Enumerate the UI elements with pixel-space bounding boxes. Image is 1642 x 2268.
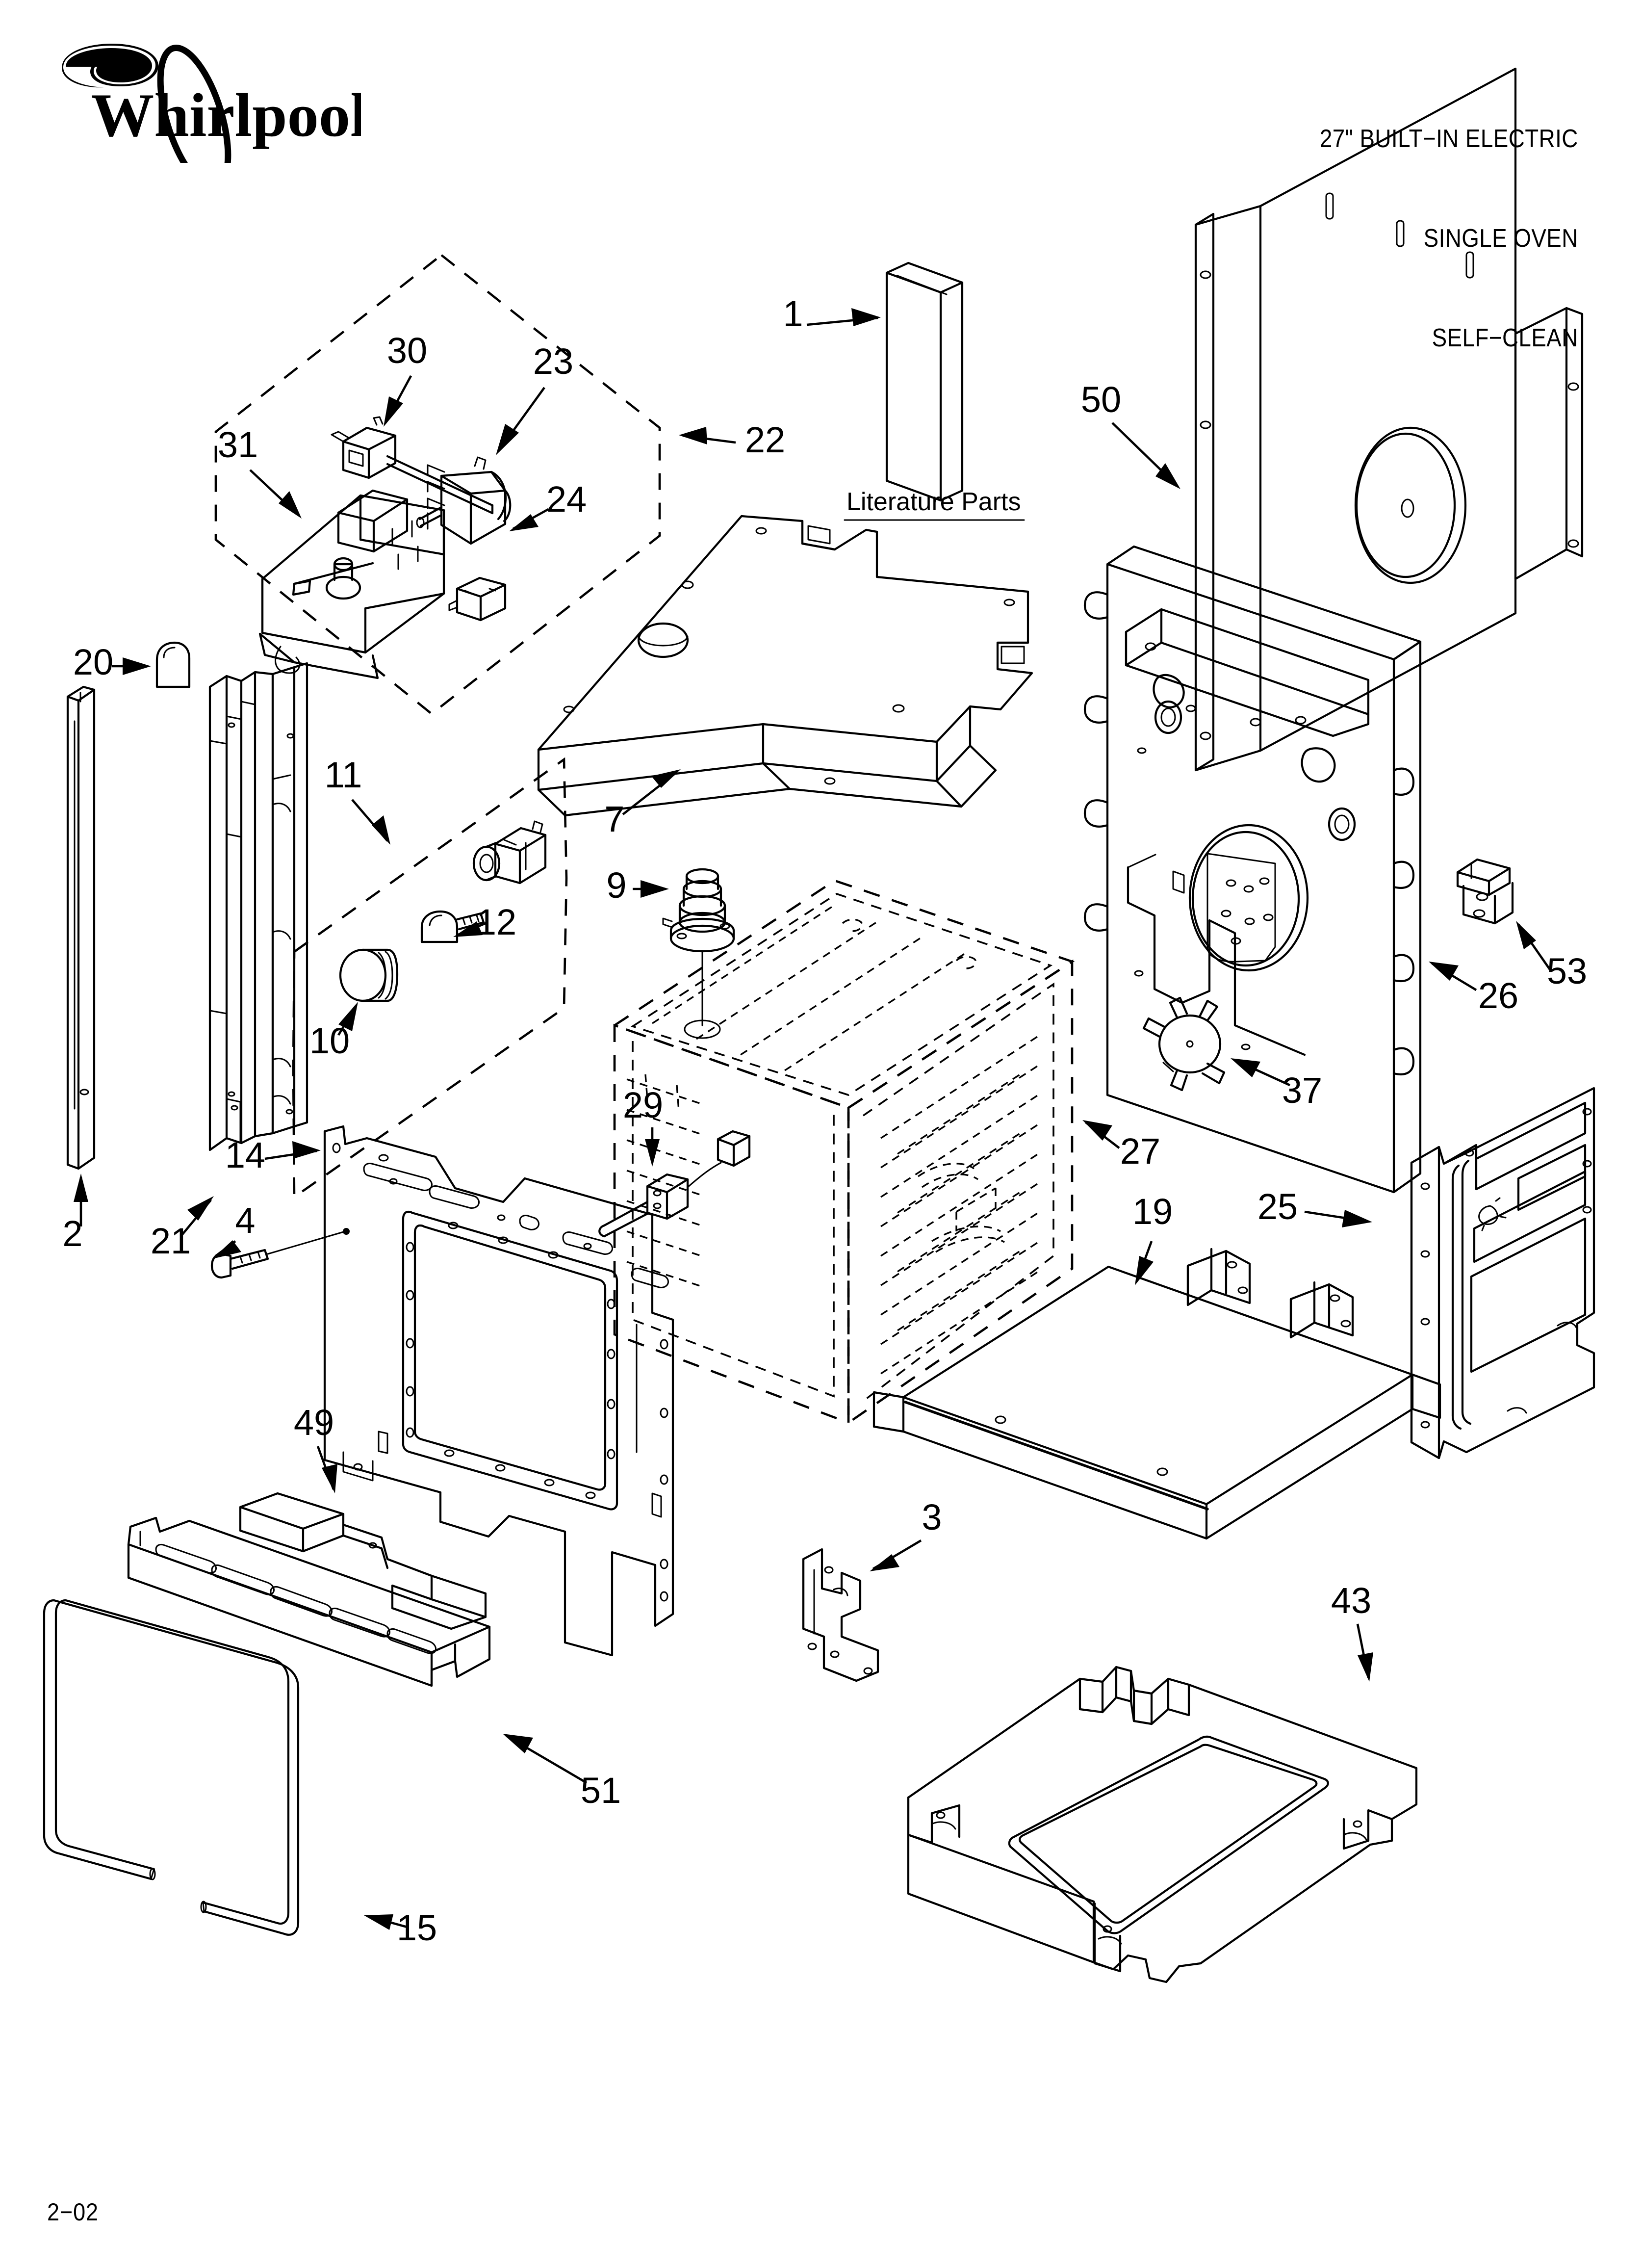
callout-37: 37 (1282, 1070, 1322, 1111)
part-26-rear-chassis-panel (1083, 545, 1422, 1194)
title-line-1: 27" BUILT−IN ELECTRIC (1320, 125, 1578, 154)
callout-leaders (74, 308, 1551, 1930)
title-line-3: SELF−CLEAN (1432, 323, 1578, 352)
part-25-side-panel (1410, 1087, 1595, 1460)
part-3-side-bracket (802, 1548, 879, 1682)
part-30-relay-switch (331, 416, 494, 515)
model-title: 27" BUILT−IN ELECTRIC SINGLE OVEN SELF−C… (1320, 56, 1578, 421)
callout-29: 29 (623, 1085, 663, 1125)
part-50-rear-panel (1194, 67, 1584, 772)
part-7-top-panel (537, 515, 1033, 817)
part-14-front-frame (323, 1125, 674, 1657)
callout-3: 3 (922, 1497, 942, 1538)
callout-2: 2 (62, 1213, 82, 1254)
callout-25: 25 (1257, 1186, 1298, 1227)
title-line-2: SINGLE OVEN (1423, 224, 1578, 253)
part-27-oven-cavity (612, 879, 1075, 1425)
part-21-side-rail (208, 662, 308, 1151)
callout-31: 31 (218, 424, 258, 465)
callout-4: 4 (235, 1200, 255, 1241)
callout-51: 51 (581, 1770, 621, 1811)
part-19-bottom-panel (872, 1248, 1441, 1540)
part-43-bottom-frame (907, 1666, 1418, 1983)
callout-22: 22 (745, 419, 785, 460)
callout-24: 24 (546, 479, 587, 520)
part-10-lamp-lens (339, 948, 399, 1002)
whirlpool-swirl-icon (62, 44, 158, 88)
callout-50: 50 (1081, 379, 1121, 420)
part-9-vent-thermostat (662, 868, 735, 1039)
callout-1: 1 (783, 293, 803, 334)
page-code: 2−02 (47, 2198, 99, 2226)
part-lamp-socket (472, 820, 547, 885)
literature-parts-label: Literature Parts (847, 488, 1021, 516)
part-49-trim-bar (239, 1492, 487, 1630)
callout-14: 14 (225, 1135, 265, 1175)
callout-12: 12 (476, 902, 516, 942)
part-29-broil-element-terminal (598, 1130, 751, 1238)
part-2-side-trim-strip (66, 685, 96, 1170)
callout-10: 10 (309, 1020, 350, 1061)
literature-parts-label-group: Literature Parts (844, 488, 1025, 521)
part-24-door-switch (448, 576, 507, 622)
callout-26: 26 (1478, 975, 1518, 1016)
group-11-dashed-boundary (292, 757, 568, 1199)
part-15-door-gasket (43, 1599, 300, 1936)
group-22-dashed-boundary (214, 254, 661, 715)
part-51-vent-trim (127, 1516, 491, 1687)
callout-27: 27 (1120, 1131, 1160, 1172)
callout-49: 49 (294, 1402, 334, 1443)
callout-53: 53 (1547, 951, 1587, 991)
whirlpool-ellipse-swoosh (157, 45, 231, 163)
callout-11: 11 (325, 755, 362, 795)
callout-numbers: 1 2 3 4 7 9 10 11 12 14 15 19 20 21 22 2… (62, 293, 1587, 1948)
part-1-literature-booklet (885, 261, 964, 502)
callout-7: 7 (604, 799, 624, 839)
part-53-bracket-clip (1456, 858, 1514, 925)
callout-15: 15 (397, 1907, 437, 1948)
part-20-end-cap (155, 641, 191, 688)
callout-21: 21 (151, 1221, 191, 1261)
callout-9: 9 (606, 865, 626, 906)
callout-23: 23 (533, 341, 573, 382)
whirlpool-logo: Whirlpool (62, 44, 361, 163)
whirlpool-wordmark: Whirlpool (91, 81, 361, 150)
svg-text:Whirlpool: Whirlpool (91, 81, 361, 150)
callout-43: 43 (1331, 1580, 1371, 1621)
part-37-cooling-fan-switch (1142, 996, 1226, 1092)
part-31-control-bracket (258, 489, 445, 679)
part-23-oven-thermostat (416, 456, 512, 545)
callout-30: 30 (387, 330, 427, 371)
callout-20: 20 (73, 642, 113, 682)
callout-19: 19 (1132, 1191, 1173, 1232)
